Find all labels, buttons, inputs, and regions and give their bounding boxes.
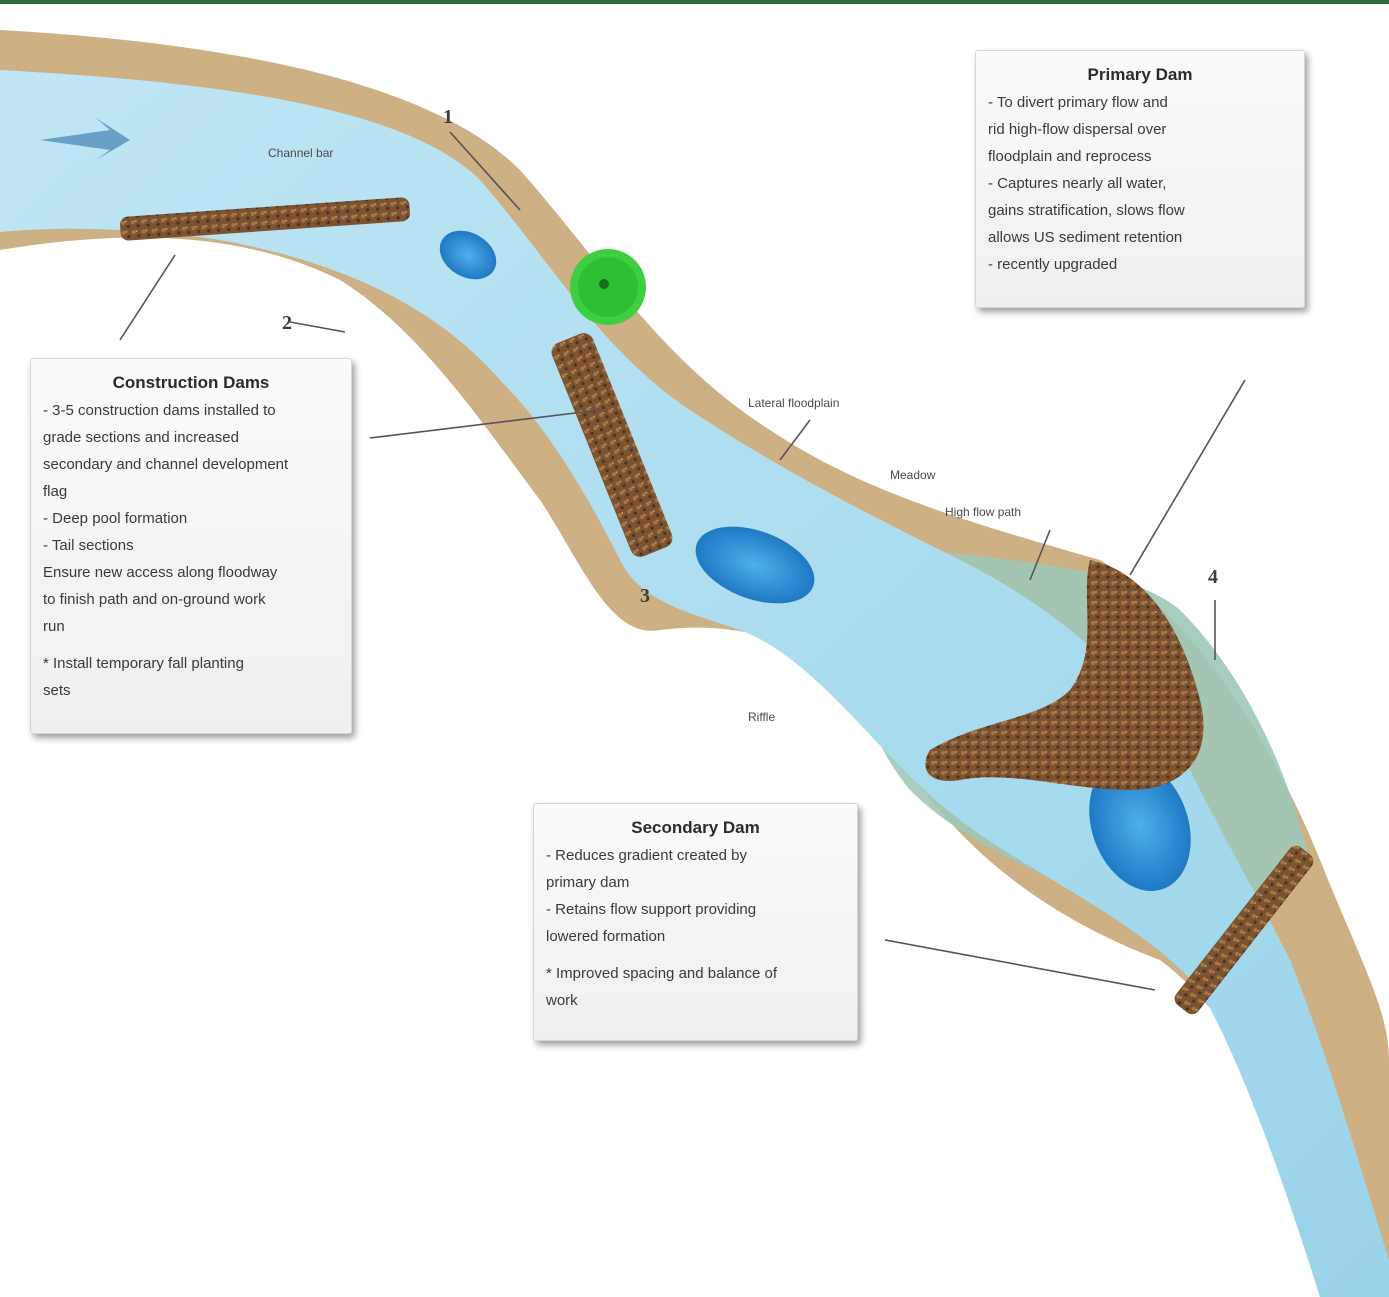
label-meadow: Meadow	[890, 468, 935, 482]
callout-construction-dams: Construction Dams - 3-5 construction dam…	[30, 358, 352, 734]
marker-2: 2	[282, 312, 292, 335]
callout-primary-body: - To divert primary flow and rid high-fl…	[988, 89, 1292, 278]
callout-primary-dam: Primary Dam - To divert primary flow and…	[975, 50, 1305, 308]
callout-construction-title: Construction Dams	[43, 371, 339, 395]
label-upper-channel: Channel bar	[268, 146, 333, 160]
callout-secondary-title: Secondary Dam	[546, 816, 845, 840]
label-lower-floodplain: Lateral floodplain	[748, 396, 839, 410]
callout-secondary-body: - Reduces gradient created by primary da…	[546, 842, 845, 950]
marker-4: 4	[1208, 566, 1218, 589]
callout-construction-body: - 3-5 construction dams installed to gra…	[43, 397, 339, 640]
callout-secondary-note: * Improved spacing and balance of work	[546, 960, 845, 1014]
callout-secondary-dam: Secondary Dam - Reduces gradient created…	[533, 803, 858, 1041]
label-high-flow: High flow path	[945, 505, 1021, 519]
label-riffle: Riffle	[748, 710, 775, 724]
tree-icon	[570, 249, 646, 325]
marker-3: 3	[640, 585, 650, 608]
top-border	[0, 0, 1389, 4]
callout-primary-title: Primary Dam	[988, 63, 1292, 87]
callout-construction-note: * Install temporary fall planting sets	[43, 650, 339, 704]
marker-1: 1	[443, 106, 453, 129]
